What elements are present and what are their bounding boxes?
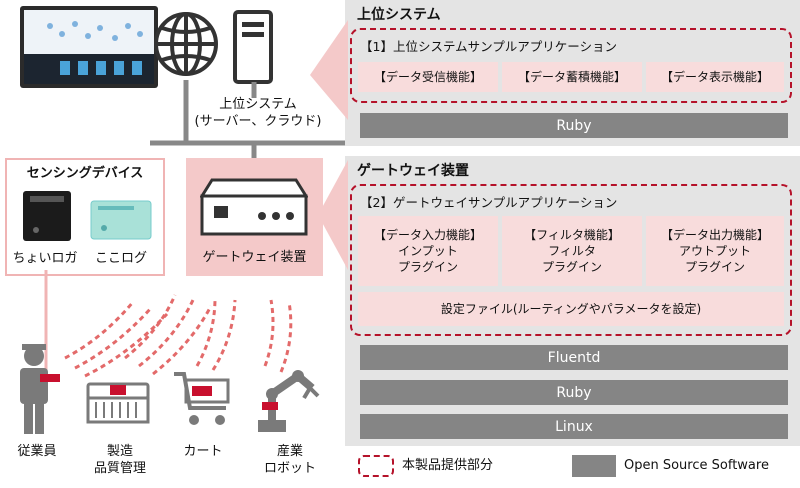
output-plugin-line1: 【データ出力機能】 [660,228,769,242]
upper-ruby-bar: Ruby [360,113,788,138]
input-plugin: 【データ入力機能】 インプット プラグイン [358,216,498,286]
linux-bar: Linux [360,414,788,439]
choi-loga-label: ちょいロガ [12,251,78,266]
robot-label: 産業 ロボット [250,443,330,477]
cart-label: カート [183,444,223,459]
input-plugin-line1: 【データ入力機能】 [373,228,482,242]
gateway-connector [318,160,348,270]
legend-oss-swatch [572,455,616,477]
input-plugin-line2: インプット [398,244,458,258]
server-label: 上位システム (サーバー、クラウド) [178,96,338,130]
gateway-section-title: ゲートウェイ装置 [357,163,469,179]
legend-provided-label: 本製品提供部分 [402,458,494,473]
choi-loga-device-icon [23,191,71,241]
device-link-line [44,270,48,374]
upper-app-title: 【1】上位システムサンプルアプリケーション [360,39,617,54]
sensing-devices-title: センシングデバイス [26,166,144,181]
manufacturing-label-line1: 製造 [106,444,133,459]
monitor-icon [20,6,158,88]
output-plugin: 【データ出力機能】 アウトプット プラグイン [646,216,784,286]
data-receive-function: 【データ受信機能】 [358,62,498,92]
filter-plugin-line2: フィルタ [548,244,596,258]
industrial-robot-icon [258,370,320,432]
filter-plugin-line3: プラグイン [541,260,602,274]
gateway-ruby-bar: Ruby [360,380,788,405]
koko-log-device-icon [90,200,152,240]
data-display-function: 【データ表示機能】 [646,62,784,92]
filter-plugin: 【フィルタ機能】 フィルタ プラグイン [502,216,642,286]
filter-plugin-line1: 【フィルタ機能】 [524,228,620,242]
gateway-device-icon [200,178,308,236]
legend-oss-label: Open Source Software [624,458,769,473]
fluentd-bar: Fluentd [360,345,788,370]
manufacturing-label-line2: 品質管理 [93,461,146,476]
server-label-line2: (サーバー、クラウド) [194,114,322,129]
wireless-signal-icon [64,294,293,378]
legend-provided-swatch [358,455,394,477]
globe-icon [154,12,218,76]
data-store-function: 【データ蓄積機能】 [502,62,642,92]
gateway-app-box [350,184,792,336]
robot-label-line1: 産業 [276,444,303,459]
employee-icon [20,344,60,434]
robot-label-line2: ロボット [263,461,316,476]
employee-label: 従業員 [17,444,57,459]
manufacturing-icon [86,382,150,424]
network-lines [150,80,345,160]
output-plugin-line2: アウトプット [678,244,751,258]
manufacturing-label: 製造 品質管理 [80,443,160,477]
cart-icon [174,372,230,425]
input-plugin-line3: プラグイン [397,260,458,274]
config-file: 設定ファイル(ルーティングやパラメータを設定) [358,292,784,326]
gateway-app-title: 【2】ゲートウェイサンプルアプリケーション [360,195,618,210]
output-plugin-line3: プラグイン [684,260,745,274]
upper-section-title: 上位システム [357,7,441,23]
gateway-device-label: ゲートウェイ装置 [202,250,307,265]
upper-connector [310,20,348,120]
server-label-line1: 上位システム [219,97,297,112]
koko-log-label: ここログ [94,251,147,266]
upper-app-box [350,28,792,103]
